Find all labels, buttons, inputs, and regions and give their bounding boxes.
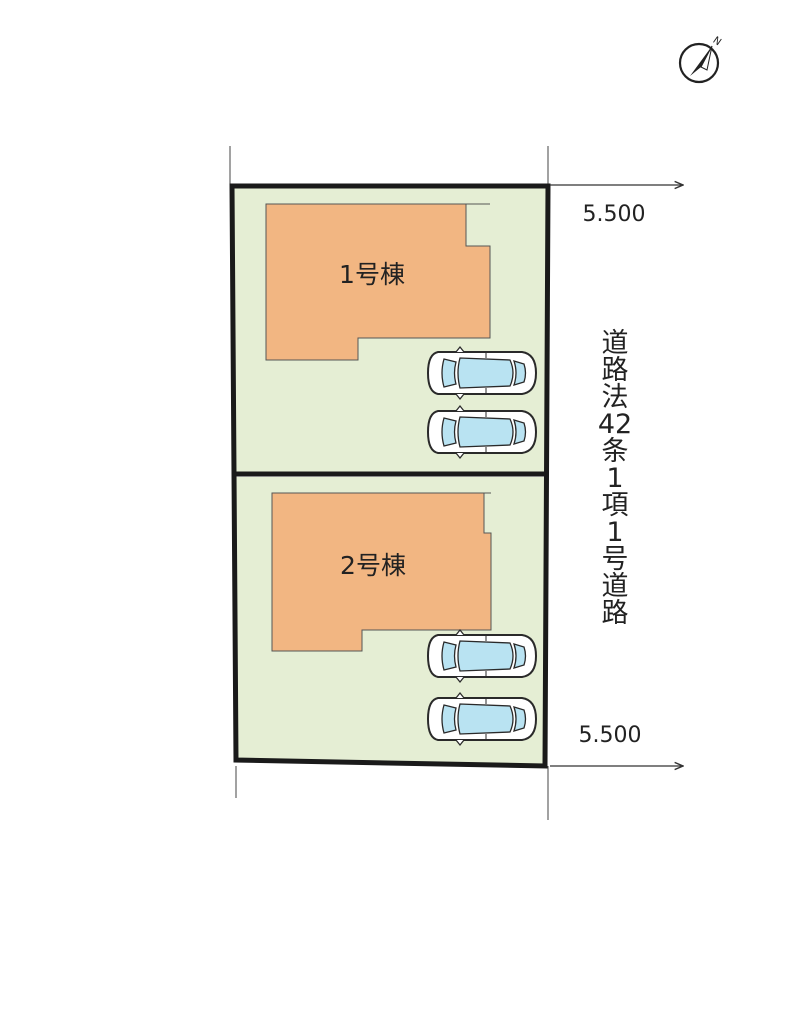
- car-icon: [427, 405, 537, 459]
- car-icon: [427, 692, 537, 746]
- car-icon: [427, 629, 537, 683]
- road-label-char: 項: [602, 490, 629, 521]
- road-width-top: 5.500: [583, 202, 646, 227]
- road-label-char: 号: [602, 544, 629, 575]
- road-label-char: 路: [602, 355, 629, 386]
- road-label-char: 条: [602, 436, 629, 467]
- car-icon: [427, 346, 537, 400]
- building-2-label: 2号棟: [340, 551, 406, 580]
- road-label-char: 1: [606, 463, 623, 494]
- road-label-char: 法: [602, 382, 629, 413]
- lot-1: 1号棟: [232, 186, 548, 472]
- road-label-char: 42: [598, 409, 632, 440]
- road-label-char: 道: [602, 328, 629, 359]
- road-label-char: 路: [602, 598, 629, 629]
- building-2: [271, 492, 492, 652]
- site-boundary: [229, 183, 551, 769]
- lot-2: 2号棟: [236, 477, 545, 766]
- building-1-label: 1号棟: [339, 260, 405, 289]
- building-1: [265, 203, 491, 361]
- road-label-char: 道: [602, 571, 629, 602]
- road-label-char: 1: [606, 517, 623, 548]
- north-compass-icon: N: [678, 35, 723, 84]
- road-width-bottom: 5.500: [579, 723, 642, 748]
